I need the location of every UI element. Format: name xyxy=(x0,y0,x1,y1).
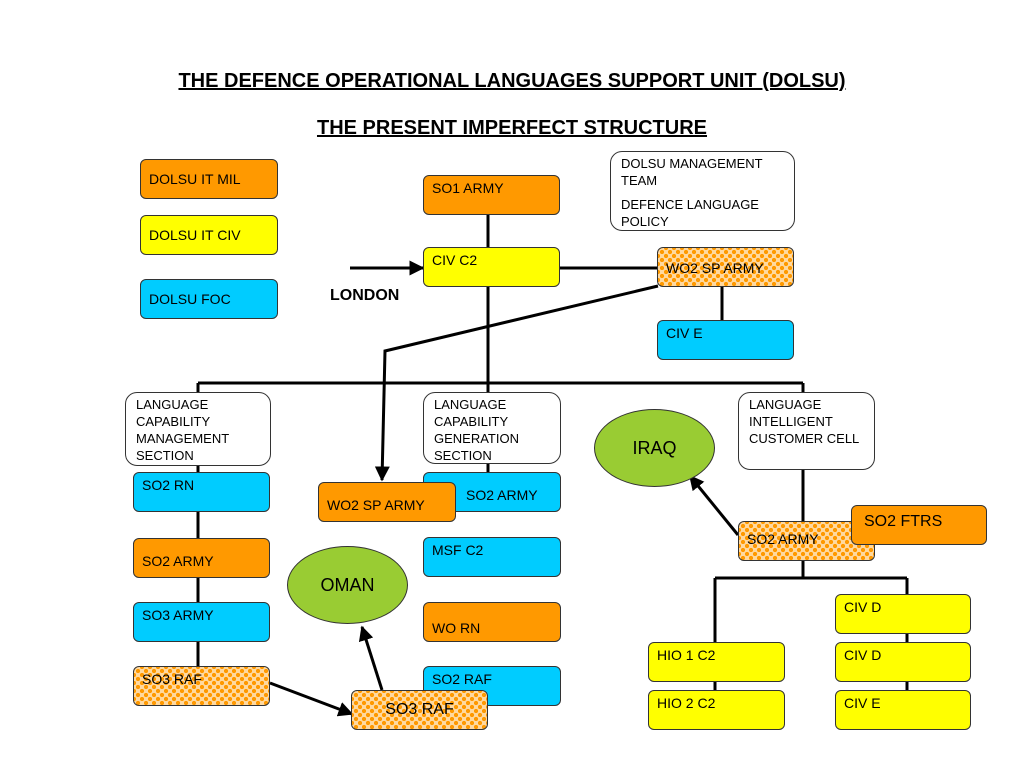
oman-location: OMAN xyxy=(287,546,408,624)
legend-it-civ: DOLSU IT CIV xyxy=(140,215,278,255)
legend-foc: DOLSU FOC xyxy=(140,279,278,319)
civ-e-right-box: CIV E xyxy=(835,690,971,730)
oman-arrow xyxy=(358,625,384,691)
msf-c2-box: MSF C2 xyxy=(423,537,561,577)
so3-raf-middle-box: SO3 RAF xyxy=(351,690,488,730)
wo2-sp-army-middle-box: WO2 SP ARMY xyxy=(318,482,456,522)
civ-d-2-box: CIV D xyxy=(835,642,971,682)
so3-army-box: SO3 ARMY xyxy=(133,602,270,642)
civ-c2-box: CIV C2 xyxy=(423,247,560,287)
wo-rn-box: WO RN xyxy=(423,602,561,642)
so2-ftrs-box: SO2 FTRS xyxy=(851,505,987,545)
civ-d-1-box: CIV D xyxy=(835,594,971,634)
so3-raf-left-box: SO3 RAF xyxy=(133,666,270,706)
hio2-c2-box: HIO 2 C2 xyxy=(648,690,785,730)
licc-section-box: LANGUAGE INTELLIGENT CUSTOMER CELL xyxy=(738,392,875,470)
legend-it-mil: DOLSU IT MIL xyxy=(140,159,278,199)
so3raf-link-arrow xyxy=(269,681,354,717)
wo2-tasking-arrow xyxy=(374,284,659,482)
lcms-section-box: LANGUAGE CAPABILITY MANAGEMENT SECTION xyxy=(125,392,271,466)
so2-army-left-box: SO2 ARMY xyxy=(133,538,270,578)
so1-army-box: SO1 ARMY xyxy=(423,175,560,215)
diagram-title: THE DEFENCE OPERATIONAL LANGUAGES SUPPOR… xyxy=(178,70,846,92)
defence-language-policy-label: DEFENCE LANGUAGE POLICY xyxy=(621,197,759,229)
lcgs-section-box: LANGUAGE CAPABILITY GENERATION SECTION xyxy=(423,392,561,464)
london-label: LONDON xyxy=(330,287,400,304)
so2-rn-box: SO2 RN xyxy=(133,472,270,512)
iraq-arrow xyxy=(688,474,740,536)
diagram-subtitle: THE PRESENT IMPERFECT STRUCTURE xyxy=(316,117,708,139)
management-team-label: DOLSU MANAGEMENT TEAM xyxy=(621,156,763,188)
management-team-note: DOLSU MANAGEMENT TEAM DEFENCE LANGUAGE P… xyxy=(610,151,795,231)
iraq-location: IRAQ xyxy=(594,409,715,487)
civ-e-top-box: CIV E xyxy=(657,320,794,360)
wo2-sp-army-top-box: WO2 SP ARMY xyxy=(657,247,794,287)
hio1-c2-box: HIO 1 C2 xyxy=(648,642,785,682)
